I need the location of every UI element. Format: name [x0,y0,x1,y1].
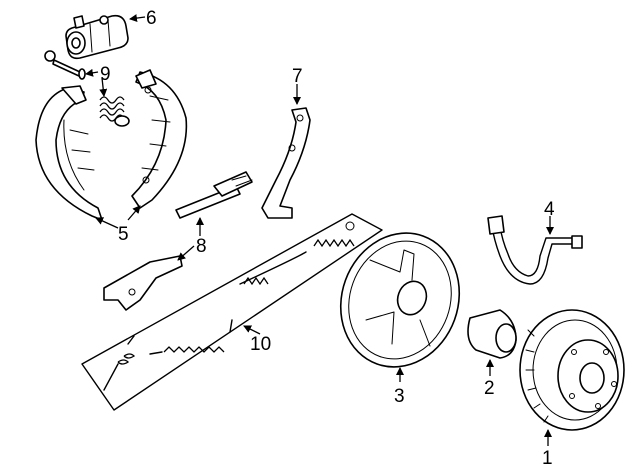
callout-leaders [85,14,554,446]
brake-shoes-part [35,69,188,221]
hold-down-kit-part [44,50,130,127]
drum-part [519,309,625,431]
callout-2: 2 [484,378,495,399]
adjuster-part [103,171,253,311]
leader-9a [85,68,99,77]
leader-5b [127,205,141,221]
parking-brake-lever-part [261,107,311,219]
brake-hose-part [487,215,583,285]
callout-6: 6 [146,8,157,29]
wheel-cylinder-part [65,14,129,60]
backing-plate-part [339,232,461,368]
hub-part [467,309,517,359]
callout-3: 3 [394,386,405,407]
hardware-kit-part [81,213,383,411]
callout-10: 10 [250,334,271,355]
callout-labels: 6 9 7 4 5 8 10 3 2 1 [100,8,555,469]
leader-8b [177,245,195,261]
callout-5: 5 [118,224,129,245]
leader-6 [129,14,146,23]
callout-8: 8 [196,236,207,257]
leader-10 [243,325,261,335]
callout-1: 1 [542,448,553,469]
leader-5a [95,217,119,229]
leader-9b [99,77,108,97]
callout-4: 4 [544,199,555,220]
callout-9: 9 [100,64,111,85]
callout-7: 7 [292,66,303,87]
